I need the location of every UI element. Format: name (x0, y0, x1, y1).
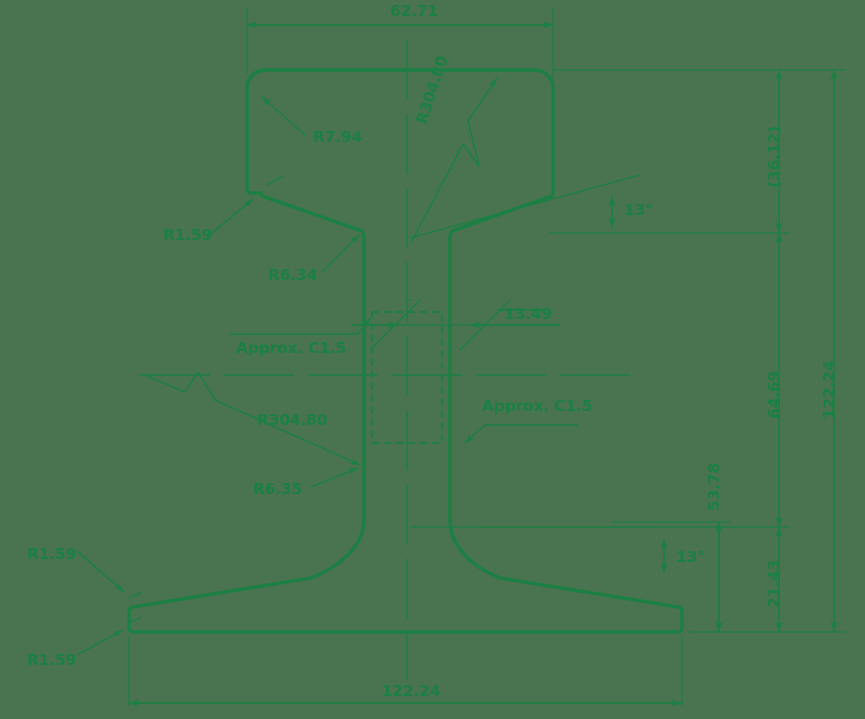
rad-base-toe-upper: R1.59 (27, 545, 76, 563)
ang-base-top: 13° (676, 548, 705, 566)
dim-total-height: 122.24 (820, 360, 838, 419)
dimension-label-layer: 62.71R7.94R304.80(36.12)13°R1.59R6.3413.… (27, 2, 838, 700)
rad-web-lower: R6.35 (253, 480, 302, 498)
rail-profile-outline (127, 68, 684, 634)
dim-head-width: 62.71 (390, 2, 438, 20)
rad-head-corner-left: R1.59 (163, 226, 212, 244)
dim-height-web: 64.69 (765, 371, 783, 419)
rad-base-toe-lower: R1.59 (27, 651, 76, 669)
leader-lines (76, 77, 578, 656)
dim-web-thickness: 13.49 (504, 305, 552, 323)
rad-head-crown: R304.80 (413, 53, 452, 126)
dim-height-fillet: 53.78 (705, 463, 723, 511)
ang-head-underside: 13° (624, 201, 653, 219)
dim-base-height: 21.43 (765, 560, 783, 608)
dim-head-height-ref: (36.12) (765, 126, 783, 188)
hidden-web-box (371, 311, 443, 444)
rad-web-upper: R304.80 (257, 411, 328, 429)
fillet-ticks (128, 175, 284, 624)
chamfer-left: Approx. C1.5 (236, 339, 346, 357)
dim-base-width: 122.24 (382, 682, 441, 700)
rad-head-top: R7.94 (313, 128, 363, 146)
chamfer-right: Approx. C1.5 (482, 397, 592, 415)
rad-head-underside: R6.34 (268, 266, 318, 284)
extension-lines (128, 8, 845, 706)
